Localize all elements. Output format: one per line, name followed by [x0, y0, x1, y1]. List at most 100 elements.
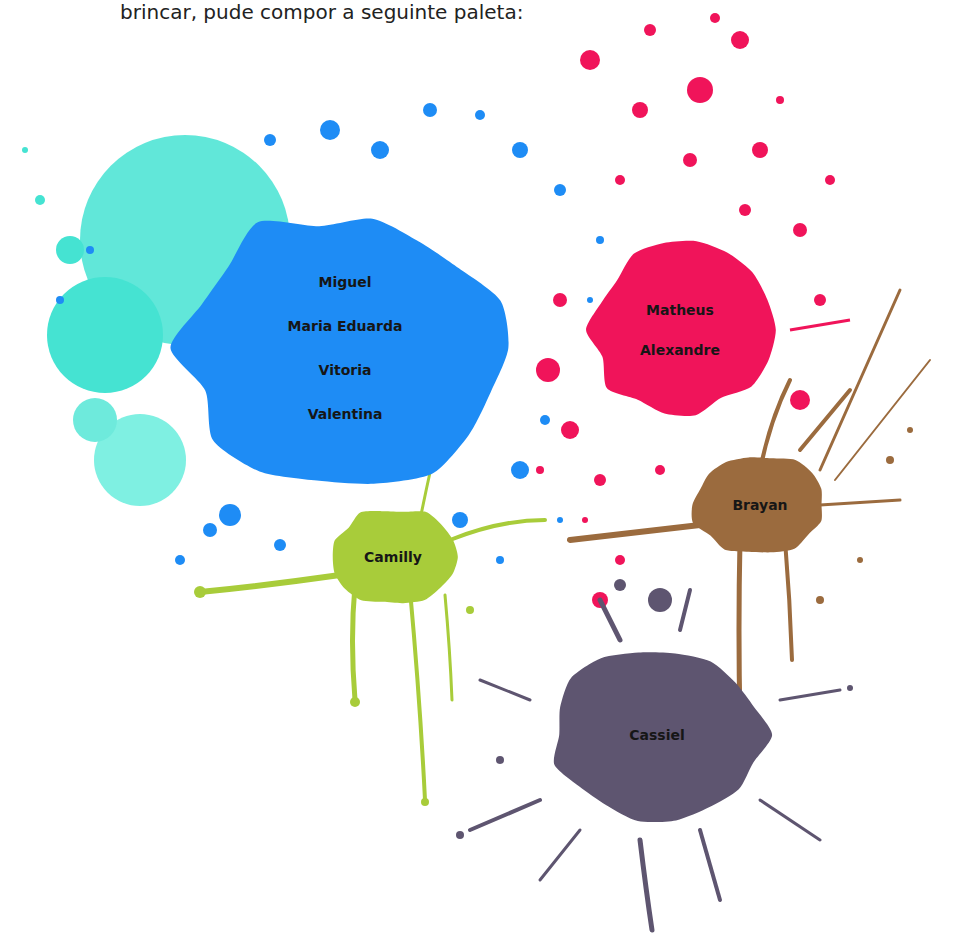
paint-drop: [456, 579, 853, 930]
paint-drop: [56, 103, 604, 565]
paint-drop: [350, 697, 360, 707]
paint-drop: [655, 465, 665, 475]
paint-drop: [554, 184, 566, 196]
pink-splash: MatheusAlexandre: [580, 235, 780, 425]
name-list: Camilly: [323, 502, 463, 612]
paint-drop: [274, 539, 286, 551]
paint-drop: [680, 590, 690, 630]
child-name: Brayan: [732, 496, 787, 514]
paint-drop: [760, 800, 820, 840]
child-name: Cassiel: [629, 726, 684, 744]
paint-drop: [410, 590, 425, 800]
paint-drop: [820, 500, 900, 505]
paint-drop: [687, 77, 713, 103]
paint-drop: [86, 246, 94, 254]
paint-drop: [466, 606, 474, 614]
paint-drop: [752, 142, 768, 158]
paint-drop: [553, 293, 567, 307]
paint-blob-shape: [554, 652, 772, 822]
paint-drop: [175, 555, 185, 565]
paint-drop: [194, 430, 545, 806]
paint-drop: [582, 517, 588, 523]
paint-drop: [614, 579, 626, 591]
paint-drop: [816, 596, 824, 604]
paint-drop: [35, 195, 45, 205]
paint-drop: [857, 557, 863, 563]
paint-blob-shape: [333, 511, 458, 603]
name-list: Cassiel: [537, 640, 777, 830]
paint-drop: [790, 390, 810, 410]
paint-drop: [700, 830, 720, 900]
paint-blob: [165, 198, 525, 498]
paint-drop: [587, 297, 593, 303]
paint-drop: [470, 800, 540, 830]
name-list: MatheusAlexandre: [580, 235, 780, 425]
paint-drop: [194, 586, 206, 598]
paint-drop: [886, 456, 894, 464]
child-name: Matheus: [646, 301, 714, 319]
paint-drop: [820, 290, 900, 470]
child-name: Vitoria: [319, 361, 372, 379]
paint-blob-shape: [170, 219, 508, 484]
paint-drop: [615, 555, 625, 565]
paint-drop: [780, 690, 840, 700]
paint-drop: [760, 380, 790, 470]
paint-drop: [847, 685, 853, 691]
child-name: Valentina: [308, 405, 383, 423]
paint-drop: [475, 110, 485, 120]
paint-drop: [203, 523, 217, 537]
paint-drop: [371, 141, 389, 159]
paint-drop: [421, 798, 429, 806]
paint-drop: [56, 296, 64, 304]
paint-drop: [540, 830, 580, 880]
paint-drop: [785, 540, 792, 660]
paint-drop: [536, 13, 850, 608]
paint-drop: [22, 147, 28, 153]
purple-splash: Cassiel: [537, 640, 777, 830]
name-list: Brayan: [685, 450, 835, 560]
paint-drop: [580, 50, 600, 70]
paint-blob: [580, 235, 780, 425]
paint-drop: [561, 421, 579, 439]
paint-drop: [557, 517, 563, 523]
paint-drop: [683, 153, 697, 167]
paint-drop: [648, 588, 672, 612]
paint-drop: [512, 142, 528, 158]
paint-drop: [640, 840, 652, 930]
child-name: Camilly: [364, 548, 422, 566]
paint-drop: [456, 831, 464, 839]
paint-drop: [480, 680, 530, 700]
paint-drop: [540, 415, 550, 425]
paint-drop: [907, 427, 913, 433]
paint-drop: [511, 461, 529, 479]
paint-drop: [452, 512, 468, 528]
paint-drop: [825, 175, 835, 185]
green-splash: Camilly: [323, 502, 463, 612]
paint-drop: [600, 600, 620, 640]
child-name: Maria Eduarda: [288, 317, 403, 335]
paint-drop: [320, 120, 340, 140]
paint-drop: [800, 390, 850, 450]
paint-drop: [790, 320, 850, 330]
paint-drop: [264, 134, 276, 146]
paint-drop: [536, 358, 560, 382]
paint-drop: [496, 756, 504, 764]
child-name: Miguel: [318, 273, 371, 291]
paint-drop: [536, 466, 544, 474]
paint-drop: [450, 520, 545, 540]
paint-drop: [445, 595, 452, 700]
paint-drop: [73, 398, 117, 442]
paint-drop: [814, 294, 826, 306]
paint-drop: [632, 102, 648, 118]
paint-drop: [644, 24, 656, 36]
name-list: MiguelMaria EduardaVitoriaValentina: [165, 198, 525, 498]
paint-blob-shape: [586, 241, 776, 416]
paint-drop: [47, 277, 163, 393]
paint-drop: [710, 13, 720, 23]
paint-drop: [219, 504, 241, 526]
paint-drop: [731, 31, 749, 49]
paint-drop: [776, 96, 784, 104]
paint-blob-shape: [692, 457, 822, 552]
blue-splash: MiguelMaria EduardaVitoriaValentina: [165, 198, 525, 498]
